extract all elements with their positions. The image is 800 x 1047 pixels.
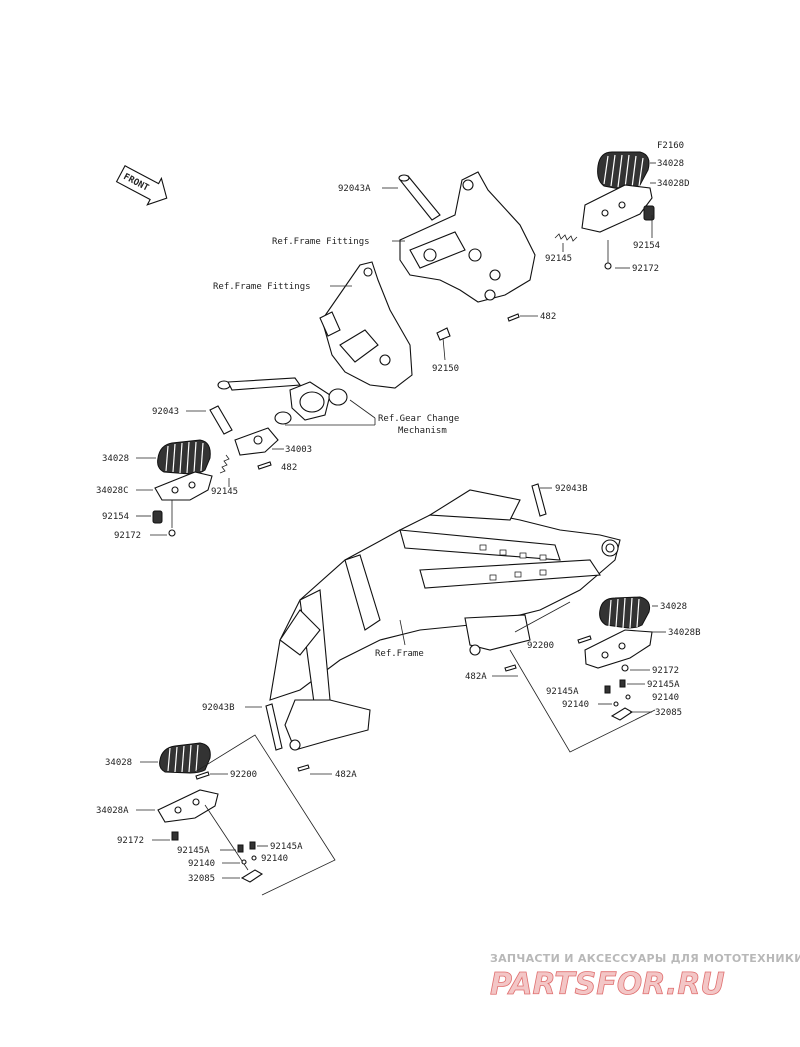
- label-34028c: 34028C: [96, 486, 129, 496]
- label-34028d: 34028D: [657, 179, 690, 189]
- label-92200-bottom: 92200: [230, 770, 257, 780]
- label-92043b-top: 92043B: [555, 484, 588, 494]
- label-92145a-right-1: 92145A: [647, 680, 680, 690]
- washer-92140-right-2: [613, 701, 619, 707]
- label-482a-bottom: 482A: [335, 770, 357, 780]
- pin-92043a: [398, 174, 441, 221]
- pin-92043b-top: [531, 483, 547, 517]
- label-34028a: 34028A: [96, 806, 129, 816]
- label-92172-top: 92172: [632, 264, 659, 274]
- bolt-92172-top: [604, 262, 612, 270]
- spring-92145a-bottom-1: [237, 844, 244, 853]
- washer-92140-bottom-1: [241, 859, 247, 865]
- bolt-92154-top: [643, 205, 655, 221]
- label-92145-left: 92145: [211, 487, 238, 497]
- diagram-code: F2160: [657, 141, 684, 151]
- bolt-92172-right: [621, 664, 629, 672]
- pin-92200-right: [577, 635, 592, 644]
- pin-92200-bottom: [195, 771, 210, 780]
- footpeg-rubber-34028-top: [597, 151, 650, 191]
- label-ref-gear-change-2: Mechanism: [398, 426, 447, 436]
- spring-92145a-right-1: [604, 685, 611, 694]
- label-92145a-right-2: 92145A: [546, 687, 579, 697]
- rear-bracket-right: [399, 171, 536, 303]
- label-482-top: 482: [540, 312, 556, 322]
- label-32085-bottom: 32085: [188, 874, 215, 884]
- pin-482-mid: [257, 461, 272, 470]
- label-92140-right-1: 92140: [652, 693, 679, 703]
- label-92145a-bottom-2: 92145A: [270, 842, 303, 852]
- spring-92145-top: [554, 233, 578, 242]
- footpeg-rubber-34028-left: [157, 439, 211, 475]
- main-frame: [269, 489, 621, 751]
- pin-32085-bottom: [240, 869, 264, 883]
- label-34028b: 34028B: [668, 628, 701, 638]
- label-ref-frame-fittings-2: Ref.Frame Fittings: [213, 282, 311, 292]
- label-92145-top: 92145: [545, 254, 572, 264]
- spring-92145a-bottom-2: [249, 841, 256, 850]
- footpeg-bracket-34028a: [157, 789, 219, 823]
- label-ref-frame-fittings-1: Ref.Frame Fittings: [272, 237, 370, 247]
- bolt-92150: [436, 327, 451, 361]
- pedal-bracket-34003: [234, 427, 279, 456]
- label-34028-right: 34028: [660, 602, 687, 612]
- watermark-tagline: ЗАПЧАСТИ И АКСЕССУАРЫ ДЛЯ МОТОТЕХНИКИ: [490, 952, 800, 965]
- label-92154-left: 92154: [102, 512, 129, 522]
- label-32085-right: 32085: [655, 708, 682, 718]
- label-92150: 92150: [432, 364, 459, 374]
- label-92140-right-2: 92140: [562, 700, 589, 710]
- pin-92043-mid: [209, 405, 233, 435]
- label-92172-right: 92172: [652, 666, 679, 676]
- pin-32085-right: [610, 707, 634, 721]
- label-92043b-bottom: 92043B: [202, 703, 235, 713]
- rear-bracket-left: [319, 261, 413, 389]
- label-92043: 92043: [152, 407, 179, 417]
- label-34028-bottom: 34028: [105, 758, 132, 768]
- washer-92140-bottom-2: [251, 855, 257, 861]
- bolt-92154-left: [152, 510, 163, 524]
- label-92172-left: 92172: [114, 531, 141, 541]
- label-34028-left: 34028: [102, 454, 129, 464]
- label-ref-gear-change-1: Ref.Gear Change: [378, 414, 459, 424]
- label-92043a: 92043A: [338, 184, 371, 194]
- footpeg-bracket-34028d: [581, 184, 653, 233]
- spring-92145-left: [219, 454, 230, 474]
- label-34028-top: 34028: [657, 159, 684, 169]
- label-92154-top: 92154: [633, 241, 660, 251]
- footpeg-rubber-34028-bottom: [159, 742, 211, 774]
- pin-482a-bottom: [297, 764, 310, 772]
- label-482-mid: 482: [281, 463, 297, 473]
- spring-92145a-right-2: [619, 679, 626, 688]
- label-92140-bottom-1: 92140: [188, 859, 215, 869]
- label-92200-right: 92200: [527, 641, 554, 651]
- pin-482a-right: [504, 664, 517, 672]
- footpeg-bracket-34028b: [584, 629, 653, 669]
- label-34003: 34003: [285, 445, 312, 455]
- footpeg-rubber-34028-right: [599, 596, 651, 629]
- pin-92043b-bottom: [265, 703, 283, 751]
- label-ref-frame: Ref.Frame: [375, 649, 424, 659]
- washer-92140-right-1: [625, 694, 631, 700]
- front-arrow-icon: FRONT: [115, 165, 168, 206]
- bolt-92172-bottom: [171, 831, 179, 841]
- label-482a-right: 482A: [465, 672, 487, 682]
- label-92140-bottom-2: 92140: [261, 854, 288, 864]
- label-92172-bottom: 92172: [117, 836, 144, 846]
- watermark-logo: PARTSFOR.RU: [490, 967, 725, 1002]
- gear-change-pedal: [217, 377, 348, 425]
- footpeg-bracket-34028c: [154, 471, 213, 501]
- pin-482-top: [507, 313, 520, 322]
- label-92145a-bottom-1: 92145A: [177, 846, 210, 856]
- bolt-92172-left: [168, 529, 176, 537]
